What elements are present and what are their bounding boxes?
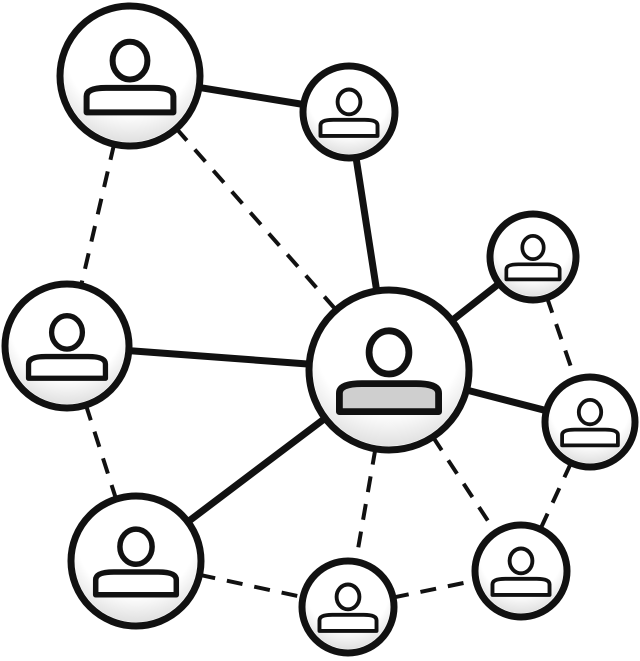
person-body [560,427,620,448]
dashed-edge-right-top-right [545,296,578,381]
solid-edge-center-right [463,386,550,415]
person-head [117,526,155,568]
person-head [109,38,151,83]
person-icon [318,87,380,138]
solid-edge-left-center [125,347,313,368]
node-right [541,373,639,471]
node-left [1,280,133,412]
node-bottom-left [67,492,205,630]
dashed-edge-left-bottom-left [83,404,119,500]
person-icon [336,327,442,415]
solid-edge-top-center [352,154,381,295]
person-head [365,327,413,378]
node-bottom-right [471,521,571,621]
person-body [25,353,109,381]
person-head [48,313,86,352]
person-head [576,397,604,427]
person-body [318,117,380,138]
dashed-edge-bottom-bottom-right [392,578,477,600]
connection-lines [79,83,578,600]
person-head [507,546,535,576]
node-right-top [486,210,580,304]
dashed-edge-center-bottom [353,448,378,563]
person-icon [560,397,620,448]
person-head [334,582,362,612]
dashed-edge-center-bottom-right [431,435,498,534]
person-icon [490,546,552,597]
solid-edge-top-left-top [195,83,308,108]
person-body [83,84,177,116]
node-center [305,286,473,454]
person-body [490,576,552,597]
node-bottom [298,557,398,657]
dashed-edge-bottom-left-bottom [199,572,304,600]
node-top [299,62,399,162]
dashed-edge-right-bottom-right [538,461,573,531]
person-body [504,262,562,282]
node-top-left [56,2,204,150]
dashed-edge-top-left-left [79,143,117,287]
person-body [317,612,379,633]
solid-edge-center-right-top [448,280,503,325]
person-icon [504,234,562,282]
person-icon [92,526,180,598]
person-icon [317,582,379,633]
dashed-edge-top-left-center [174,127,338,312]
person-head [335,87,363,117]
person-body [336,380,442,415]
person-icon [25,313,109,381]
solid-edge-center-bottom-left [184,414,329,526]
person-icon [83,38,177,116]
person-body [92,569,180,598]
person-head [520,234,546,261]
